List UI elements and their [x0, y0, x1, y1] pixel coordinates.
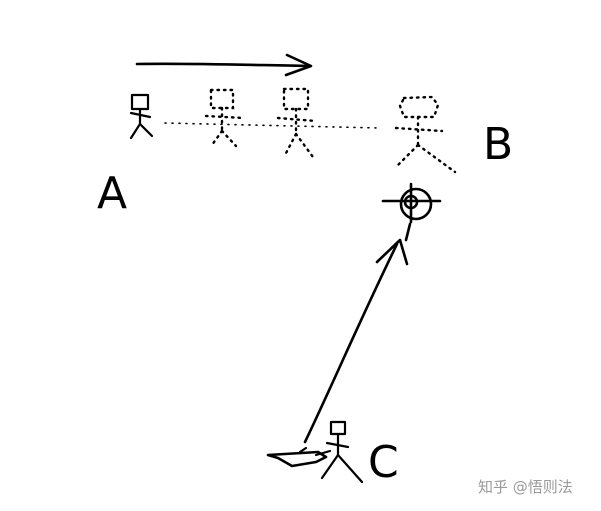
- rifle-icon: [266, 446, 332, 468]
- stick-figure-c-icon: [320, 420, 364, 484]
- ghost-figure-1-icon: [204, 88, 246, 148]
- label-c: C: [368, 437, 399, 488]
- movement-path: [164, 122, 381, 129]
- label-a: A: [97, 168, 127, 219]
- stick-figure-a-icon: [129, 93, 154, 140]
- label-b: B: [483, 119, 513, 170]
- crosshair-icon: [381, 182, 442, 224]
- ghost-figure-b-icon: [394, 95, 457, 174]
- motion-arrow-icon: [135, 53, 313, 77]
- aim-arrow-icon: [303, 222, 412, 444]
- ghost-figure-2-icon: [276, 87, 318, 159]
- watermark: 知乎 @悟则法: [478, 478, 573, 496]
